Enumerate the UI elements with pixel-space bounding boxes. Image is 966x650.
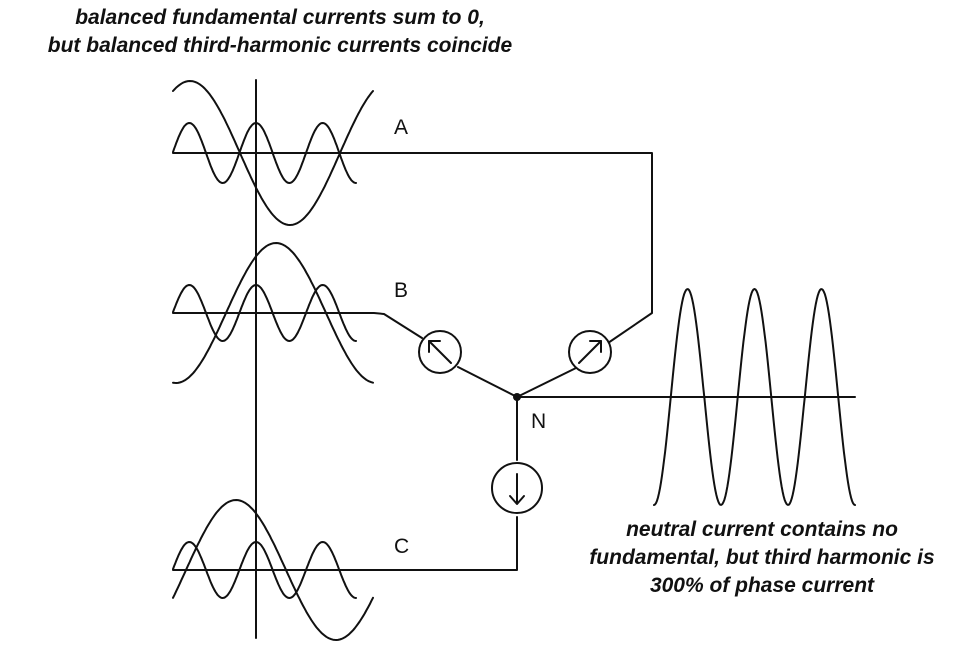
source-a (568, 330, 612, 374)
bottom-caption-line-1: neutral current contains no (626, 518, 898, 541)
bottom-caption-line-2: fundamental, but third harmonic is (589, 546, 935, 569)
arrow-down-icon (509, 473, 525, 505)
neutral-label: N (531, 410, 547, 433)
bottom-caption: neutral current contains no fundamental,… (560, 516, 964, 600)
neutral-current-wave (653, 288, 856, 506)
phase-b-third-harmonic-wave (172, 284, 357, 342)
phase-a-wire (172, 152, 653, 344)
phase-c-fundamental-wave (172, 499, 374, 641)
phase-a-label: A (394, 116, 409, 139)
phase-b-fundamental-wave (172, 242, 374, 384)
source-b (418, 330, 462, 374)
source-a-to-neutral (516, 367, 577, 398)
bottom-caption-line-3: 300% of phase current (649, 574, 875, 597)
source-b-to-neutral (457, 366, 518, 398)
phase-b-wire (172, 312, 423, 339)
top-caption-line-2: but balanced third-harmonic currents coi… (47, 34, 513, 57)
source-c (491, 462, 543, 514)
neutral-node (513, 393, 521, 401)
top-caption-line-1: balanced fundamental currents sum to 0, (75, 6, 485, 29)
phase-c-wire (172, 516, 518, 571)
top-caption: balanced fundamental currents sum to 0, … (0, 4, 560, 60)
phase-c-label: C (394, 535, 410, 558)
phase-b-label: B (394, 279, 409, 302)
phase-a-third-harmonic-wave (172, 122, 357, 184)
arrow-up-left-icon (428, 340, 452, 364)
arrow-up-right-icon (578, 340, 602, 364)
phase-c-third-harmonic-wave (172, 541, 357, 599)
